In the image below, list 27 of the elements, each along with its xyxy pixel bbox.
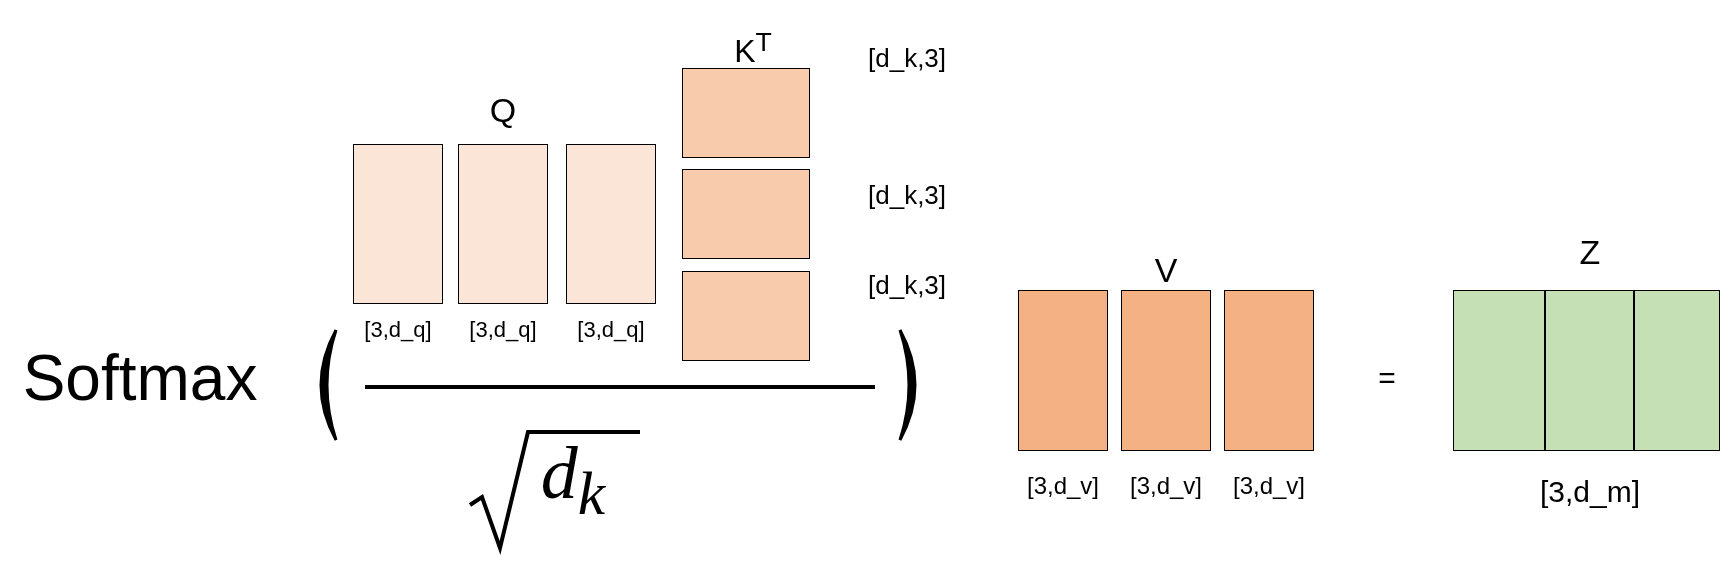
matrix-block [1224, 290, 1314, 451]
matrix-label: K$^{T}$ [734, 28, 772, 68]
dimension-label: [3,d_v] [1233, 474, 1305, 498]
equals-sign: = [1378, 363, 1396, 393]
matrix-block [1018, 290, 1108, 451]
matrix-block [682, 271, 810, 361]
dimension-label: [3,d_v] [1130, 474, 1202, 498]
variable-label: d$_{k}$ [540, 435, 606, 525]
matrix-block [682, 68, 810, 158]
matrix-label: Q [489, 93, 517, 127]
matrix-block [1453, 290, 1720, 451]
matrix-label: V [1154, 253, 1178, 287]
dimension-label: [d_k,3] [868, 272, 947, 298]
dimension-label: [3,d_q] [577, 319, 645, 341]
dimension-label: [d_k,3] [868, 45, 947, 71]
function-name: Softmax [22, 346, 258, 410]
matrix-block [458, 144, 548, 304]
matrix-block [1121, 290, 1211, 451]
matrix-label: Z [1579, 235, 1601, 269]
dimension-label: [3,d_m] [1539, 477, 1641, 507]
dimension-label: [d_k,3] [868, 182, 947, 208]
dimension-label: [3,d_v] [1027, 474, 1099, 498]
matrix-block [682, 169, 810, 259]
matrix-block [353, 144, 443, 304]
dimension-label: [3,d_q] [469, 319, 537, 341]
matrix-block [566, 144, 656, 304]
dimension-label: [3,d_q] [364, 319, 432, 341]
